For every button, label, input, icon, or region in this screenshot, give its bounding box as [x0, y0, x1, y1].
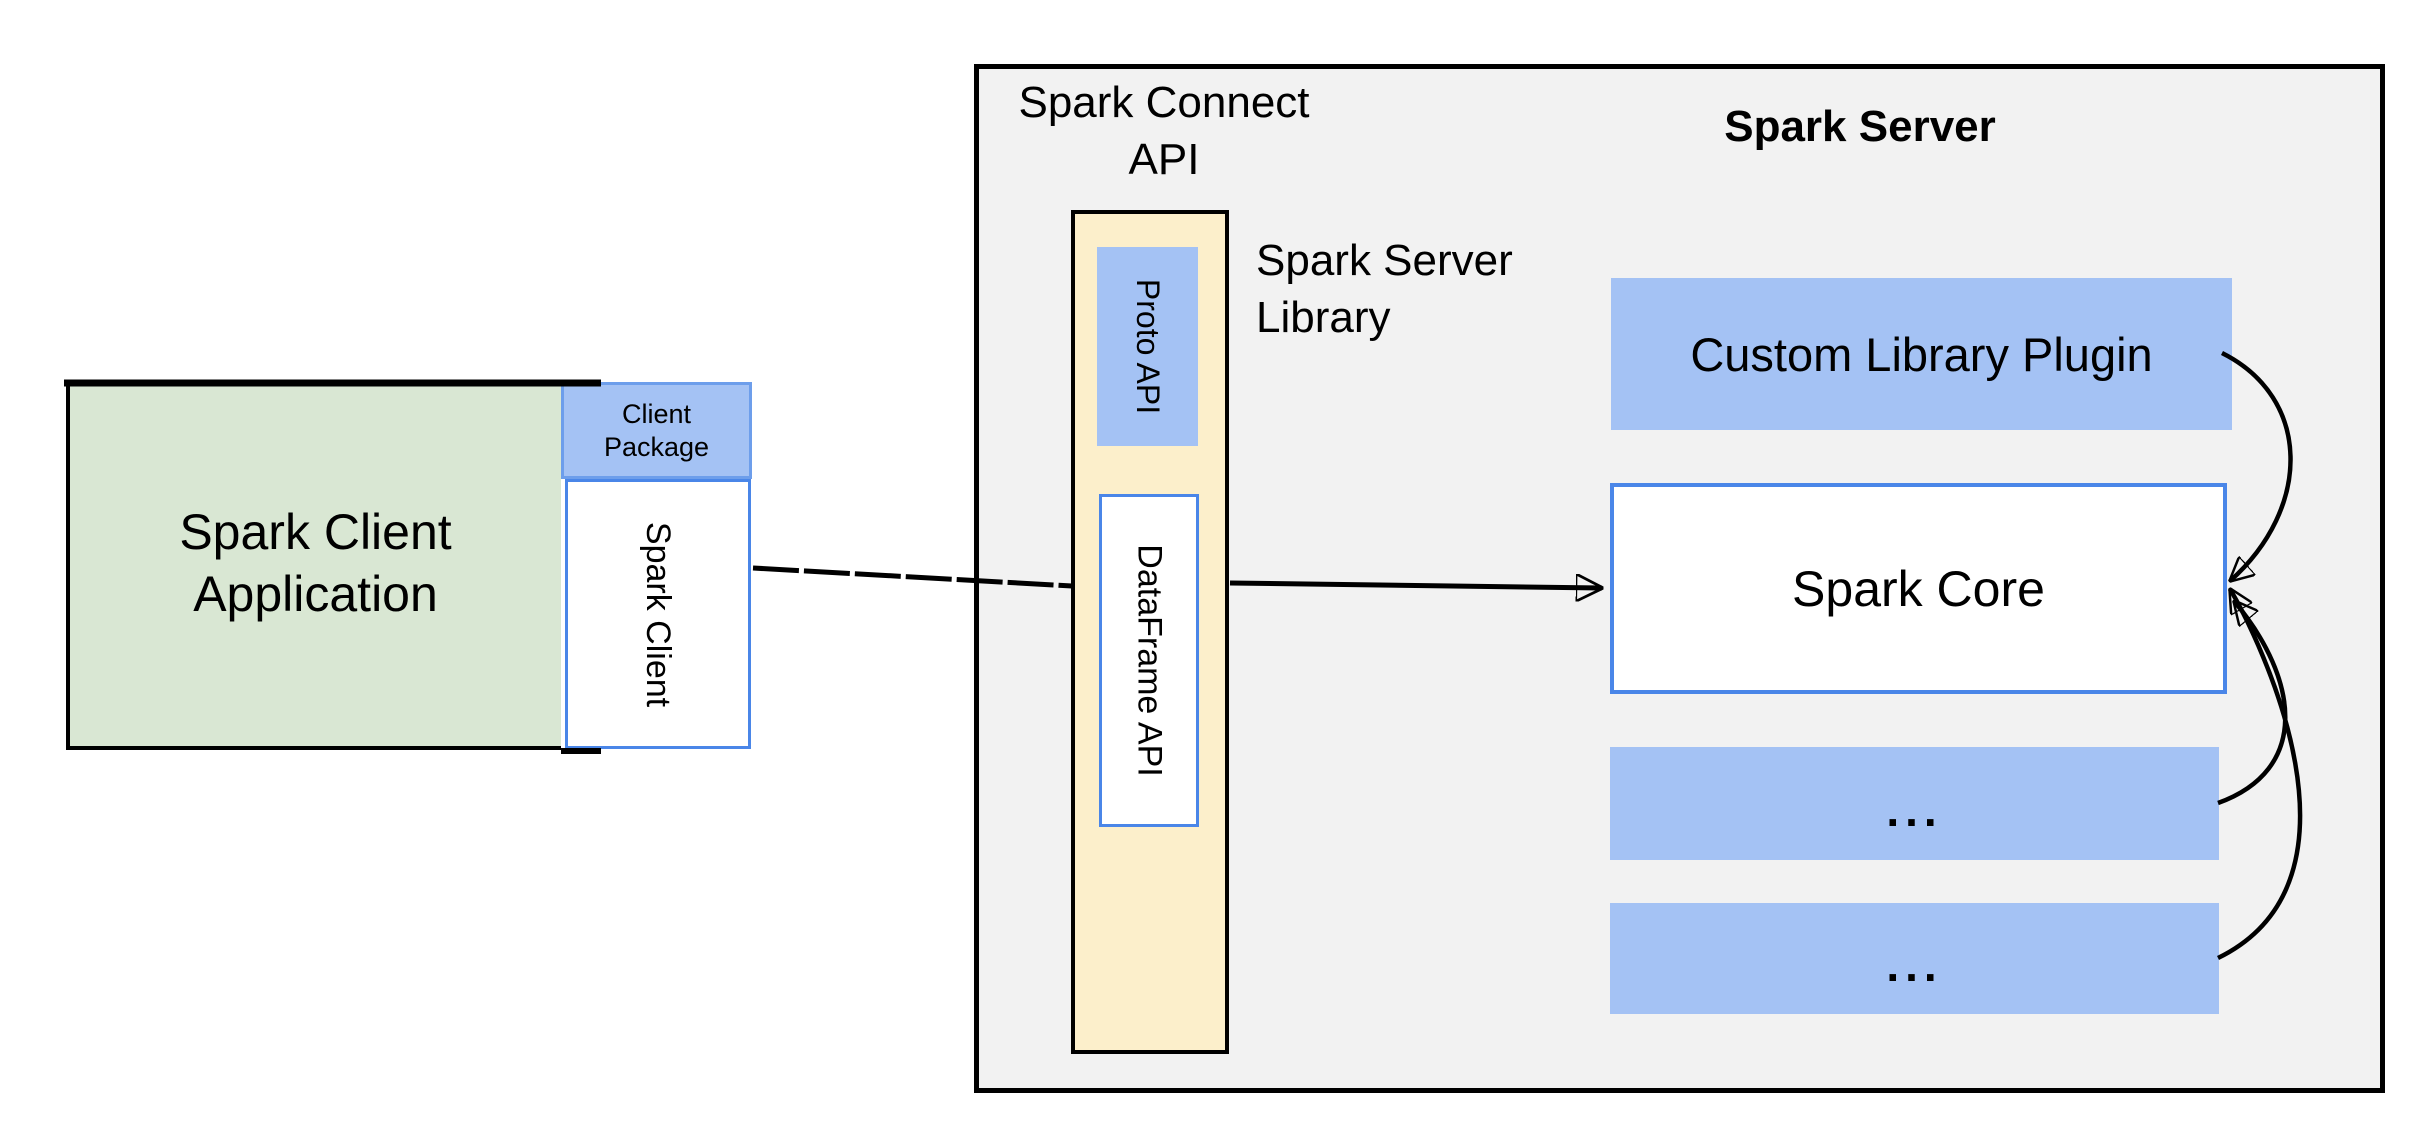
proto-api-box: Proto API — [1097, 247, 1198, 446]
spark-client-application-label-line1: Spark Client — [179, 504, 452, 560]
spark-client-library-box: Spark Client — [565, 479, 751, 749]
spark-server-library-caption: Spark Server Library — [1256, 232, 1596, 346]
spark-server-library-caption-line1: Spark Server — [1256, 236, 1513, 285]
client-package-label-line2: Package — [603, 431, 710, 462]
proto-api-label: Proto API — [1130, 278, 1166, 415]
client-package-label-line1: Client — [621, 398, 691, 429]
more-libraries-label-2: ... — [1886, 938, 1943, 991]
more-libraries-box-1: ... — [1610, 747, 2219, 860]
spark-core-box: Spark Core — [1610, 483, 2227, 694]
more-libraries-label-1: ... — [1886, 783, 1943, 836]
spark-connect-api-title: Spark Connect API — [964, 74, 1364, 188]
spark-client-application-label-line2: Application — [193, 566, 438, 622]
spark-server-library-caption-line2: Library — [1256, 293, 1391, 342]
client-package-label: Client Package — [604, 398, 709, 464]
client-package-box: Client Package — [561, 382, 752, 479]
spark-connect-api-title-line2: API — [1128, 135, 1200, 184]
spark-connect-api-title-line1: Spark Connect — [1018, 78, 1310, 127]
dataframe-api-box: DataFrame API — [1099, 494, 1199, 827]
spark-client-application-label: Spark Client Application — [179, 501, 451, 625]
spark-server-title: Spark Server — [1724, 102, 1996, 151]
dataframe-api-label: DataFrame API — [1130, 544, 1169, 777]
more-libraries-box-2: ... — [1610, 903, 2219, 1014]
spark-client-library-label: Spark Client — [639, 521, 678, 707]
spark-client-application-box: Spark Client Application — [66, 380, 561, 750]
custom-library-plugin-box: Custom Library Plugin — [1611, 278, 2232, 430]
